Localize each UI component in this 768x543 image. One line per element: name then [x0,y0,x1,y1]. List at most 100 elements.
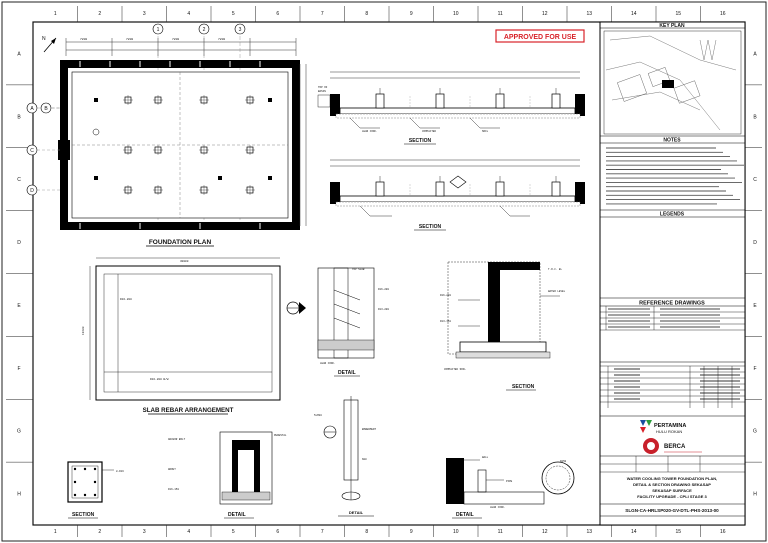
grid-column-label: 16 [720,11,726,17]
svg-text:COMPACTED: COMPACTED [422,130,436,133]
svg-text:SOIL: SOIL [482,130,489,133]
section-b-title: SECTION [419,224,442,230]
grid-row-label: E [753,303,757,309]
grid-column-label: 12 [542,529,548,535]
grid-bubble-label: 3 [239,27,242,33]
grid-column-label: 14 [631,529,637,535]
svg-text:WALL: WALL [482,456,489,459]
grid-bubble-label: 2 [203,27,206,33]
grid-bubble-label: C [30,148,34,154]
grid-row-label: C [753,177,757,183]
grid-bubble [234,23,246,35]
grid-row-label: G [17,429,21,435]
detail-sump-title: DETAIL [456,512,474,518]
svg-text:D16-200: D16-200 [378,288,389,291]
grid-row-label: E [17,303,21,309]
svg-text:7200: 7200 [172,38,179,41]
grid-column-label: 14 [631,11,637,17]
grid-bubble-label: B [44,106,48,112]
svg-text:BASIN: BASIN [318,90,326,93]
grid-column-label: 1 [54,529,57,535]
section-view-d: 8-D16 SECTION [67,461,124,519]
svg-text:N: N [42,36,46,42]
pedestal-section [435,93,445,109]
approved-stamp: APPROVED FOR USE [495,29,585,43]
grid-bubble [198,23,210,35]
svg-text:7200: 7200 [80,38,87,41]
grid-column-label: 3 [143,11,146,17]
pertamina-name: PERTAMINA [654,423,686,429]
berca-logo: BERCA [643,438,702,454]
svg-text:7200: 7200 [218,38,225,41]
grid-bubble-label: D [30,188,34,194]
svg-text:D16-200: D16-200 [440,294,451,297]
north-arrow-icon: N [42,36,57,53]
grid-column-label: 11 [498,529,503,535]
grid-row-label: D [753,240,757,246]
svg-text:TOP OF: TOP OF [318,86,328,89]
grid-column-label: 2 [98,11,101,17]
grid-column-label: 2 [98,529,101,535]
pedestal-section [551,181,561,197]
svg-text:19200: 19200 [82,326,85,335]
grid-column-label: 10 [453,529,459,535]
grid-column-label: 8 [365,11,368,17]
title-block-panel: KEY PLAN NOTES LEGENDS REFERENCE DRAW [599,21,746,526]
key-plan-title: KEY PLAN [659,23,685,29]
foundation-plan-title: FOUNDATION PLAN [149,239,212,246]
grid-column-label: 13 [586,11,592,17]
grid-column-label: 9 [410,11,413,17]
pertamina-logo: PERTAMINA HULU ROKAN [640,420,686,434]
grid-row-label: B [17,114,21,120]
section-d-title: SECTION [72,512,95,518]
title-line-1: WATER COOLING TOWER FOUNDATION PLAN, [627,476,717,481]
grid-column-label: 15 [675,11,681,17]
grid-column-label: 1 [54,11,57,17]
detail-middle-title: DETAIL [338,370,356,376]
grid-column-label: 6 [276,529,279,535]
svg-text:D16-150: D16-150 [168,488,179,491]
grid-row-label: F [753,366,756,372]
grid-column-label: 8 [365,529,368,535]
svg-text:8-D16: 8-D16 [116,470,124,473]
svg-text:D16-200 B/W: D16-200 B/W [150,377,169,381]
pedestal-section [495,181,505,197]
grid-column-label: 11 [498,11,503,17]
svg-text:30000: 30000 [180,260,189,263]
svg-text:WATER LEVEL: WATER LEVEL [548,290,566,293]
grid-column-label: 12 [542,11,548,17]
reference-drawings-table [600,306,745,331]
grid-column-label: 5 [232,529,235,535]
key-plan-drawing [603,30,742,135]
svg-text:COMPACTED SOIL: COMPACTED SOIL [444,368,466,371]
grid-column-label: 3 [143,529,146,535]
svg-text:LEAN CONC.: LEAN CONC. [320,362,336,365]
notes-body [606,147,744,205]
drawing-number: SLGN-CA-HRLSP020-GV-DTL-PHS-2013-00 [625,508,719,513]
grid-bubble-label: A [30,106,34,112]
section-c-title: SECTION [512,384,535,390]
notes-title: NOTES [663,138,681,144]
grid-row-label: D [17,240,21,246]
grid-row-label: C [17,177,21,183]
svg-text:TOP SLAB: TOP SLAB [352,268,365,271]
grid-column-label: 7 [321,11,324,17]
reference-drawings-title: REFERENCE DRAWINGS [639,301,705,307]
svg-text:7200: 7200 [126,38,133,41]
svg-text:LEAN CONC.: LEAN CONC. [362,130,378,133]
plan-grid-bubbles-left: A B C D [26,102,60,196]
approved-stamp-text: APPROVED FOR USE [504,34,577,41]
pertamina-sub: HULU ROKAN [656,429,682,434]
slab-rebar-title: SLAB REBAR ARRANGEMENT [143,407,234,414]
svg-text:D250: D250 [560,460,567,463]
grid-column-label: 7 [321,529,324,535]
